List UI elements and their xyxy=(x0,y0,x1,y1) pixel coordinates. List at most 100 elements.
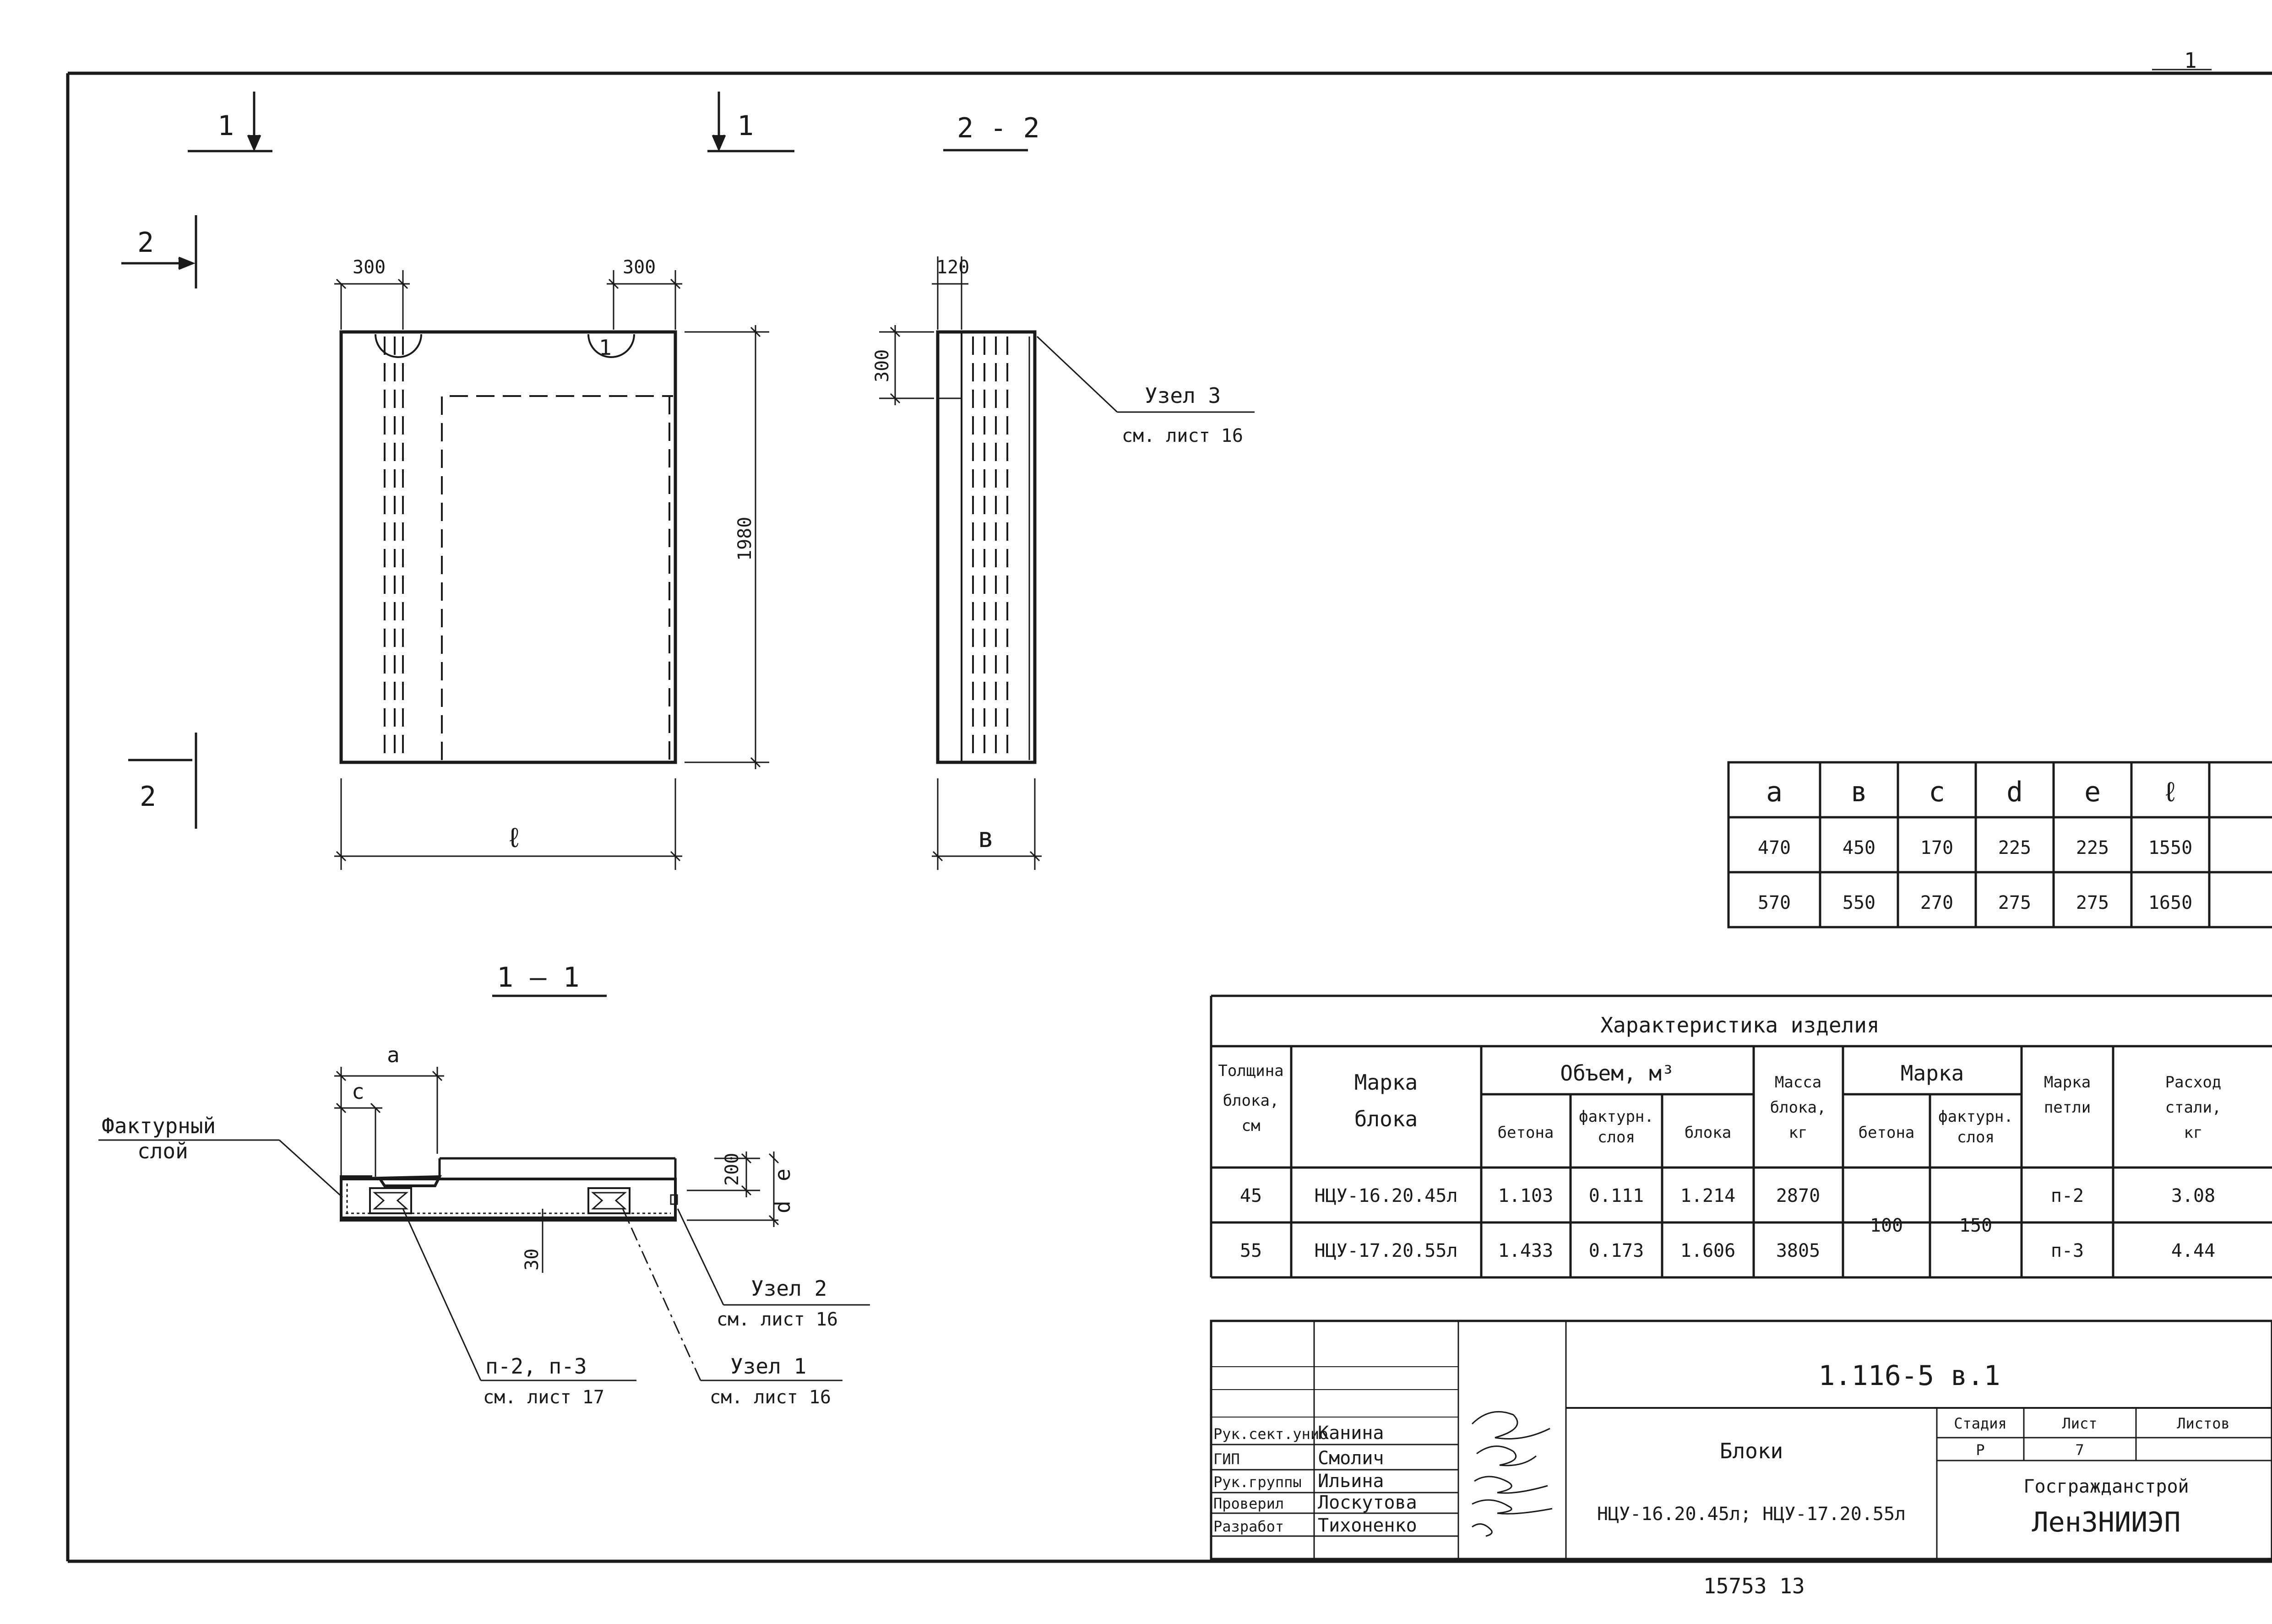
dims-header-e: e xyxy=(2084,776,2101,808)
front-dim-height: 1980 xyxy=(734,517,756,561)
archive-note: 15753 13 xyxy=(1703,1574,1805,1598)
sec-dim-30: 30 xyxy=(522,1249,543,1271)
h-thickness-2: блока, xyxy=(1223,1092,1279,1110)
dims-header-a: a xyxy=(1766,776,1783,808)
side-dim-width: в xyxy=(978,822,994,854)
section-2-top-label: 2 xyxy=(137,227,154,259)
front-dim-width: ℓ xyxy=(506,822,522,854)
row-v-block: 1.214 xyxy=(1680,1185,1735,1206)
row-v-concrete: 1.433 xyxy=(1498,1240,1553,1261)
loops-label: п-2, п-3 xyxy=(485,1354,587,1379)
h-mark-1: Марка xyxy=(1354,1070,1418,1095)
dims-cell: 470 xyxy=(1758,837,1791,858)
row-v-facing: 0.111 xyxy=(1589,1185,1644,1206)
org-institute: ЛенЗНИИЭП xyxy=(2032,1506,2180,1538)
dims-table-headers: a в c d e ℓ xyxy=(1766,776,2179,808)
h-sheet: Лист xyxy=(2062,1415,2097,1432)
char-table-title: Характеристика изделия xyxy=(1600,1013,1879,1037)
row-mass: 3805 xyxy=(1776,1240,1820,1261)
row-v-concrete: 1.103 xyxy=(1498,1185,1553,1206)
dims-cell: 225 xyxy=(2076,837,2109,858)
h-vol-facing-1: фактурн. xyxy=(1579,1108,1654,1126)
node3-ref: см. лист 16 xyxy=(1122,425,1243,446)
section-2-markers xyxy=(121,215,197,829)
title-block-names: Канина Смолич Ильина Лоскутова Тихоненко xyxy=(1318,1423,1417,1536)
row-mark: НЦУ-17.20.55л xyxy=(1314,1240,1457,1261)
dims-header-d: d xyxy=(2006,776,2023,808)
row-v-facing: 0.173 xyxy=(1589,1240,1644,1261)
char-table-row-1: 45 НЦУ-16.20.45л 1.103 0.111 1.214 2870 … xyxy=(1240,1185,2215,1206)
dims-header-b: в xyxy=(1851,776,1867,808)
title-block xyxy=(1210,1320,2272,1560)
sec-dim-c: c xyxy=(352,1079,364,1104)
dims-cell: 1550 xyxy=(2148,837,2192,858)
dims-cell: 450 xyxy=(1843,837,1875,858)
h-vol-facing-2: слоя xyxy=(1598,1128,1635,1146)
front-dim-left: 300 xyxy=(353,257,386,278)
role-label: Разработ xyxy=(1213,1518,1284,1535)
dims-cell: 270 xyxy=(1920,892,1953,913)
grade-concrete-value: 100 xyxy=(1870,1215,1903,1236)
section-1-markers xyxy=(188,92,794,152)
front-view xyxy=(334,270,769,870)
dims-cell: 225 xyxy=(1998,837,2031,858)
doc-title: Блоки xyxy=(1720,1439,1783,1463)
sheet-value: 7 xyxy=(2075,1441,2084,1459)
side-dim-top: 120 xyxy=(936,257,969,278)
row-steel: 3.08 xyxy=(2171,1185,2215,1206)
section-1-1 xyxy=(98,1067,870,1381)
row-mark: НЦУ-16.20.45л xyxy=(1314,1185,1457,1206)
h-thickness-1: Толщина xyxy=(1218,1062,1283,1080)
sheet-frame xyxy=(66,69,2272,1563)
node2-label: Узел 2 xyxy=(751,1276,827,1301)
person-name: Канина xyxy=(1318,1423,1384,1444)
section-2-bottom-label: 2 xyxy=(140,781,156,813)
h-mark-2: блока xyxy=(1354,1107,1418,1131)
dims-table xyxy=(1727,761,2272,929)
title-block-roles: Рук.сект.унио ГИП Рук.группы Проверил Ра… xyxy=(1213,1425,1328,1535)
node3-label: Узел 3 xyxy=(1145,383,1221,408)
person-name: Тихоненко xyxy=(1318,1515,1417,1536)
h-mass-1: Масса xyxy=(1775,1073,1821,1092)
node1-label: Узел 1 xyxy=(730,1354,806,1379)
org-name: Госгражданстрой xyxy=(2023,1476,2189,1497)
sec-dim-e: e xyxy=(770,1168,795,1181)
role-label: Рук.сект.унио xyxy=(1213,1425,1328,1443)
row-loop: п-2 xyxy=(2051,1185,2084,1206)
h-grade: Марка xyxy=(1901,1061,1964,1086)
page-number: 1 xyxy=(2184,48,2197,73)
front-node-mark: 1 xyxy=(599,335,612,360)
section-1-right-label: 1 xyxy=(737,110,754,142)
h-mass-2: блока, xyxy=(1770,1098,1826,1117)
role-label: Рук.группы xyxy=(1213,1473,1302,1491)
person-name: Ильина xyxy=(1318,1471,1384,1492)
char-table xyxy=(1210,994,2272,1279)
h-vol-block: блока xyxy=(1685,1124,1731,1142)
loops-ref: см. лист 17 xyxy=(483,1387,604,1408)
facing-layer-label-1: Фактурный xyxy=(102,1113,216,1138)
row-thickness: 55 xyxy=(1240,1240,1262,1261)
h-grade-facing-1: фактурн. xyxy=(1938,1108,2013,1126)
h-volume: Объем, м³ xyxy=(1560,1061,1674,1086)
h-grade-concrete: бетона xyxy=(1859,1124,1915,1142)
doc-subtitle: НЦУ-16.20.45л; НЦУ-17.20.55л xyxy=(1597,1504,1906,1525)
row-mass: 2870 xyxy=(1776,1185,1820,1206)
view-1-1-title: 1 — 1 xyxy=(497,961,580,994)
h-sheets: Листов xyxy=(2177,1415,2230,1432)
role-label: ГИП xyxy=(1213,1450,1240,1468)
char-table-headers: Толщина блока, см Марка блока Объем, м³ … xyxy=(1218,1061,2221,1146)
node1-ref: см. лист 16 xyxy=(710,1387,831,1408)
h-steel-2: стали, xyxy=(2165,1098,2222,1117)
stage-value: Р xyxy=(1976,1441,1984,1459)
h-grade-facing-2: слоя xyxy=(1957,1128,1995,1146)
row-v-block: 1.606 xyxy=(1680,1240,1735,1261)
dims-cell: 570 xyxy=(1758,892,1791,913)
dims-table-row-2: 570 550 270 275 275 1650 xyxy=(1758,892,2192,913)
role-label: Проверил xyxy=(1213,1495,1284,1512)
char-table-row-2: 55 НЦУ-17.20.55л 1.433 0.173 1.606 3805 … xyxy=(1240,1240,2215,1261)
front-dim-right: 300 xyxy=(623,257,656,278)
drawing-code: 1.116-5 в.1 xyxy=(1818,1360,2000,1392)
side-view xyxy=(879,256,1255,870)
